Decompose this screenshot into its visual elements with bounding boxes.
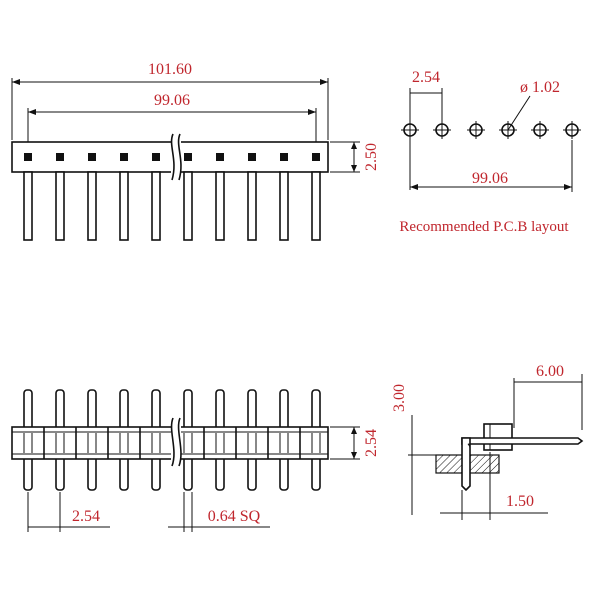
break-line-right xyxy=(177,417,182,467)
break-line-left xyxy=(170,133,175,181)
hole xyxy=(531,121,549,139)
hole xyxy=(401,121,419,139)
connector-body xyxy=(11,141,329,173)
top-view: 101.60 99.06 xyxy=(11,61,380,241)
front-pin-overlay xyxy=(23,433,321,453)
hole xyxy=(563,121,581,139)
pin xyxy=(87,153,97,241)
front-housing xyxy=(11,426,329,460)
pin-size-label: 0.64 SQ xyxy=(208,508,261,525)
overall-length-label: 101.60 xyxy=(148,61,192,78)
pin xyxy=(119,153,129,241)
pin xyxy=(183,153,193,241)
front-view: 2.54 2.54 0.64 SQ xyxy=(11,389,380,532)
arrow-up xyxy=(351,427,357,434)
pcb-caption: Recommended P.C.B layout xyxy=(399,219,569,235)
pcb-span-label: 99.06 xyxy=(472,170,508,187)
arrow-down xyxy=(351,452,357,459)
body-height-label: 2.50 xyxy=(363,143,380,171)
hole xyxy=(467,121,485,139)
hole-diameter-label: ø 1.02 xyxy=(520,79,560,96)
pin xyxy=(55,153,65,241)
hole xyxy=(433,121,451,139)
pin xyxy=(151,153,161,241)
pitch-label: 2.54 xyxy=(412,69,440,86)
break-line-right xyxy=(177,133,182,181)
pin xyxy=(311,153,321,241)
pcb-holes xyxy=(401,121,581,139)
arrow-down xyxy=(351,165,357,172)
arrow-left xyxy=(12,79,20,85)
pin-length-label: 6.00 xyxy=(536,363,564,380)
bend-arc xyxy=(467,443,471,449)
side-height-label: 3.00 xyxy=(391,384,408,412)
break-gap xyxy=(171,134,181,180)
horizontal-pin xyxy=(461,437,584,445)
pin xyxy=(279,153,289,241)
pin xyxy=(247,153,257,241)
side-housing xyxy=(483,423,513,451)
pin-span-label: 99.06 xyxy=(154,92,190,109)
arrow-left xyxy=(410,184,418,190)
arrow-right xyxy=(320,79,328,85)
offset-label: 1.50 xyxy=(506,493,534,510)
bent-pin xyxy=(461,437,471,492)
hole xyxy=(499,121,517,139)
pin xyxy=(215,153,225,241)
break-gap xyxy=(171,418,181,466)
pin xyxy=(23,153,33,241)
arrow-right xyxy=(308,109,316,115)
side-view: 6.00 3.00 1.50 xyxy=(391,363,584,520)
break-line-left xyxy=(170,417,175,467)
arrow-right xyxy=(564,184,572,190)
arrow-up xyxy=(351,142,357,149)
top-pins xyxy=(23,153,321,241)
front-body-height-label: 2.54 xyxy=(363,429,380,457)
pcb-layout: 2.54 ø 1.02 99.06 Recommended P.C.B layo… xyxy=(399,69,581,235)
arrow-left xyxy=(28,109,36,115)
front-pitch-label: 2.54 xyxy=(72,508,100,525)
